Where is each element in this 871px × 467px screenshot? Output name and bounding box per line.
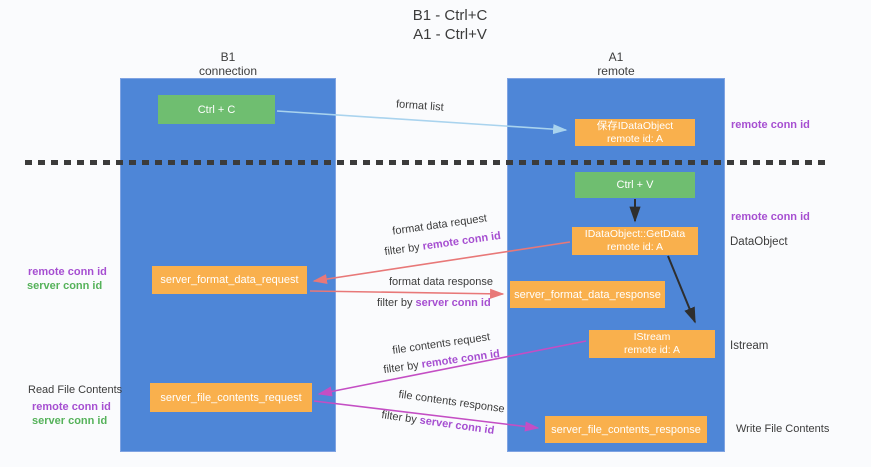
server-file-contents-request-label: server_file_contents_request — [160, 391, 302, 404]
left-remote-conn-id-label: remote conn id — [28, 266, 107, 278]
istream-line1: IStream — [633, 331, 671, 343]
getdata-line2: remote id: A — [606, 241, 664, 253]
left-file-remote-conn-id-label: remote conn id — [32, 401, 111, 413]
lane-b1-role: connection — [198, 64, 258, 78]
ctrl-v-action-box: Ctrl + V — [575, 172, 695, 198]
format-data-request-arrow — [312, 241, 571, 285]
right-remote-conn-id-top-label: remote conn id — [731, 119, 810, 131]
diagram-title: B1 - Ctrl+C A1 - Ctrl+V — [300, 6, 600, 44]
format-data-response-filter-label: filter by server conn id — [377, 297, 491, 309]
write-file-contents-label: Write File Contents — [736, 423, 830, 435]
read-file-contents-label: Read File Contents — [28, 384, 123, 396]
server-format-data-request-label: server_format_data_request — [160, 274, 299, 286]
left-server-conn-id-label: server conn id — [27, 280, 103, 292]
format-data-response-label: format data response — [389, 276, 493, 288]
format-data-response-arrow — [309, 288, 505, 299]
file-contents-request-arrow — [317, 340, 587, 397]
lane-b1-name: B1 — [220, 50, 236, 64]
ctrl-v-label: Ctrl + V — [616, 179, 654, 191]
ctrl-c-action-box: Ctrl + C — [158, 95, 275, 124]
filter-by-text: filter by — [377, 297, 416, 309]
server-format-data-response-label: server_format_data_response — [514, 288, 661, 301]
lane-a1-name: A1 — [608, 50, 624, 64]
server-file-contents-response-label: server_file_contents_response — [551, 423, 701, 436]
file-contents-response-arrow — [313, 400, 540, 432]
lane-a1-role: remote — [597, 64, 635, 78]
getdata-box: IDataObject::GetData remote id: A — [572, 227, 698, 255]
server-file-contents-request-box: server_file_contents_request — [150, 383, 312, 412]
lane-header-b1: B1 connection — [120, 50, 336, 78]
istream-box: IStream remote id: A — [589, 330, 715, 358]
save-dataobject-line1: 保存IDataObject — [596, 119, 674, 132]
server-conn-id-key: server conn id — [415, 297, 491, 309]
save-dataobject-line2: remote id: A — [606, 132, 664, 145]
getdata-to-istream-arrow — [667, 255, 696, 324]
dataobject-label: DataObject — [730, 236, 788, 248]
save-dataobject-box: 保存IDataObject remote id: A — [575, 119, 695, 146]
server-format-data-response-box: server_format_data_response — [510, 281, 665, 308]
phase-divider-dashed-line — [25, 160, 825, 165]
server-file-contents-response-box: server_file_contents_response — [545, 416, 707, 443]
istream-label: Istream — [730, 340, 769, 352]
server-format-data-request-box: server_format_data_request — [152, 266, 307, 294]
istream-line2: remote id: A — [623, 344, 681, 356]
ctrl-c-label: Ctrl + C — [197, 103, 236, 116]
format-list-arrow — [276, 110, 568, 135]
title-line-2: A1 - Ctrl+V — [413, 26, 487, 43]
right-remote-conn-id-mid-label: remote conn id — [731, 211, 810, 223]
title-line-1: B1 - Ctrl+C — [412, 7, 488, 24]
getdata-line1: IDataObject::GetData — [584, 228, 686, 240]
left-file-server-conn-id-label: server conn id — [32, 415, 108, 427]
lane-header-a1: A1 remote — [507, 50, 725, 78]
